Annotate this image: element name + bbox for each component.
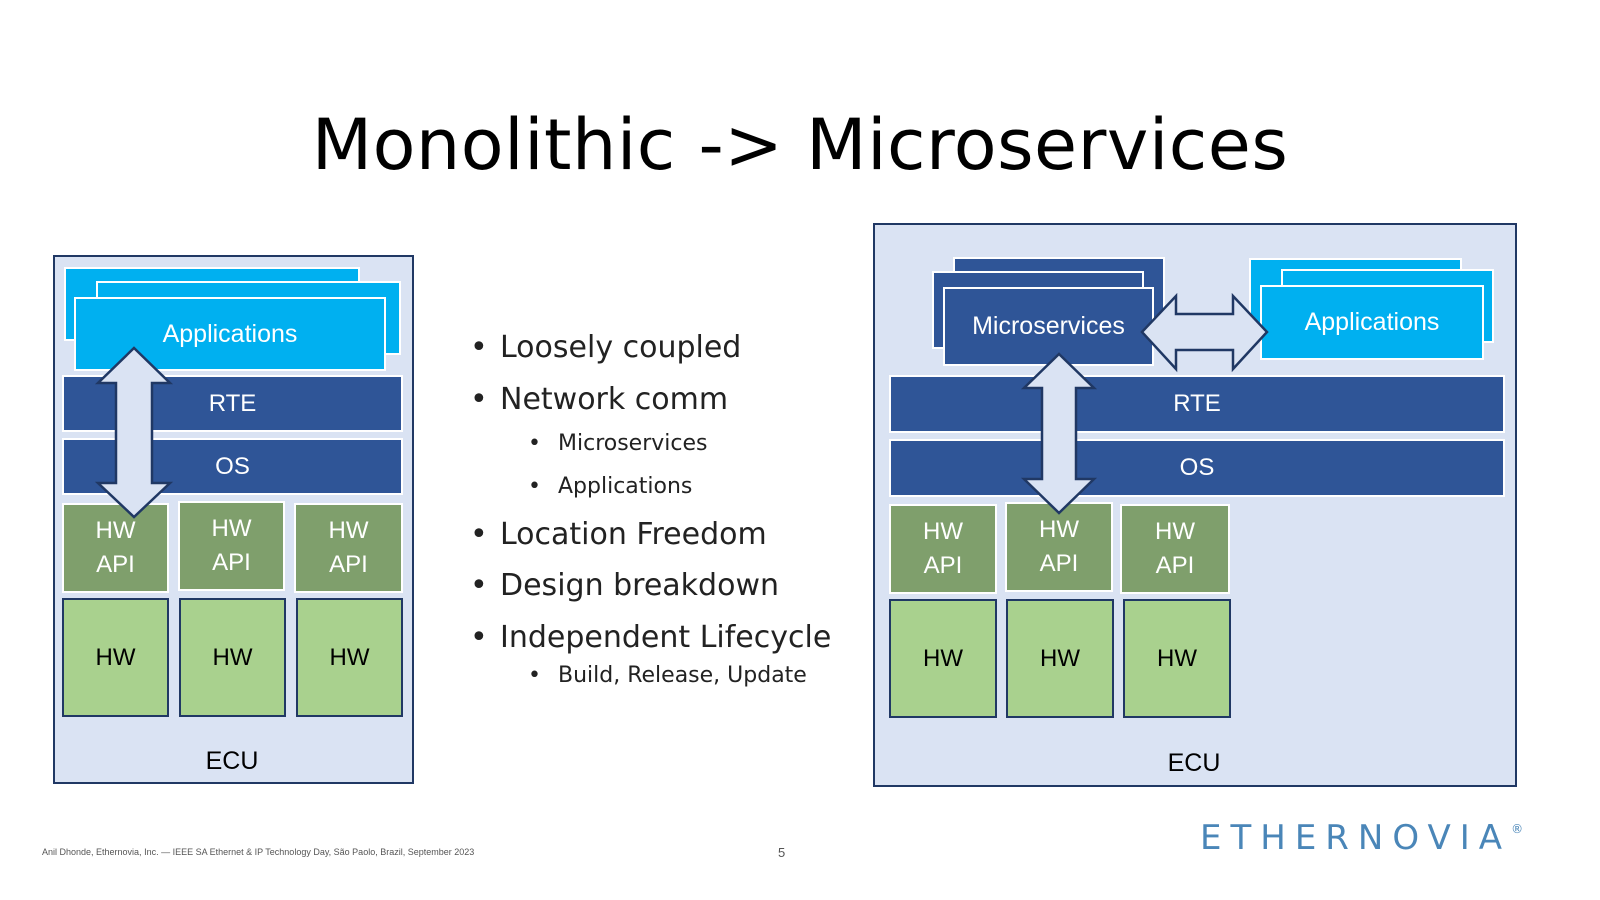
bullet-item: •Design breakdown [470, 568, 779, 603]
applications-label: Applications [1304, 308, 1440, 336]
logo-text: ETHERNOVIA [1200, 818, 1512, 858]
bullet-text: Independent Lifecycle [500, 620, 832, 655]
os-label: OS [215, 452, 250, 480]
hw-api-box: HW API [294, 503, 403, 593]
applications-box: Applications [1260, 285, 1484, 360]
hw-box: HW [296, 598, 403, 717]
bullet-item: •Location Freedom [470, 517, 767, 552]
microservices-box: Microservices [943, 287, 1154, 366]
bullet-list: •Loosely coupled •Network comm •Microser… [470, 330, 890, 690]
vertical-double-arrow-icon [1020, 352, 1098, 515]
horizontal-double-arrow-icon [1140, 292, 1269, 373]
sub-bullet-text: Build, Release, Update [558, 663, 807, 688]
hw-api-box: HW API [1120, 504, 1230, 594]
rte-layer: RTE [889, 375, 1505, 433]
rte-label: RTE [208, 389, 257, 417]
bullet-item: •Loosely coupled [470, 330, 742, 365]
vertical-double-arrow-icon [94, 346, 174, 519]
sub-bullet-text: Microservices [558, 431, 708, 456]
hw-box: HW [1006, 599, 1114, 718]
registered-mark: ® [1511, 822, 1524, 836]
hw-api-label: HW API [95, 517, 136, 578]
bullet-text: Design breakdown [500, 568, 779, 603]
hw-box: HW [62, 598, 169, 717]
microservices-label: Microservices [972, 312, 1125, 340]
hw-label: HW [1040, 644, 1080, 672]
hw-label: HW [923, 644, 963, 672]
ethernovia-logo: ETHERNOVIA® [1200, 818, 1523, 858]
hw-api-box: HW API [178, 501, 285, 591]
hw-box: HW [179, 598, 286, 717]
hw-api-label: HW API [328, 517, 369, 578]
applications-label: Applications [162, 319, 298, 348]
rte-label: RTE [1173, 390, 1221, 417]
sub-bullet-item: •Applications [528, 474, 693, 499]
os-label: OS [1179, 454, 1215, 481]
bullet-item: •Independent Lifecycle [470, 620, 832, 655]
bullet-text: Location Freedom [500, 517, 767, 552]
hw-api-label: HW API [211, 515, 252, 576]
hw-api-label: HW API [1039, 516, 1079, 577]
ecu-label: ECU [1167, 748, 1221, 777]
footer-credit: Anil Dhonde, Ethernovia, Inc. — IEEE SA … [42, 847, 475, 857]
hw-api-box: HW API [1005, 502, 1113, 592]
bullet-text: Loosely coupled [500, 330, 742, 365]
bullet-text: Network comm [500, 382, 729, 417]
os-layer: OS [889, 439, 1505, 497]
hw-label: HW [1157, 644, 1197, 672]
hw-api-box: HW API [889, 504, 997, 594]
page-number: 5 [778, 845, 786, 860]
hw-api-box: HW API [62, 503, 169, 593]
hw-label: HW [212, 643, 253, 671]
hw-label: HW [95, 643, 136, 671]
hw-box: HW [889, 599, 997, 718]
hw-api-label: HW API [1155, 518, 1195, 579]
sub-bullet-item: •Build, Release, Update [528, 663, 807, 688]
sub-bullet-item: •Microservices [528, 431, 708, 456]
ecu-label: ECU [205, 746, 259, 775]
bullet-item: •Network comm [470, 382, 729, 417]
hw-label: HW [329, 643, 370, 671]
hw-api-label: HW API [923, 518, 963, 579]
hw-box: HW [1123, 599, 1231, 718]
slide-title: Monolithic -> Microservices [311, 104, 1289, 186]
sub-bullet-text: Applications [558, 474, 693, 499]
